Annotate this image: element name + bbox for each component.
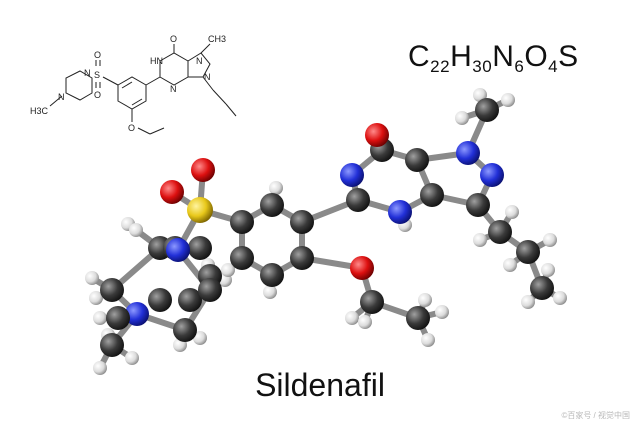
- sulfur-atom: [187, 197, 213, 223]
- hydrogen-atom: [421, 333, 435, 347]
- skeletal-labels: O N CH3 HN N N S O O N N H3C O: [30, 34, 226, 133]
- compound-name: Sildenafil: [255, 367, 385, 403]
- label-n-pip2: N: [58, 92, 65, 102]
- atoms: [85, 88, 567, 375]
- carbon-atom: [230, 210, 254, 234]
- nitrogen-atom: [456, 141, 480, 165]
- carbon-atom: [106, 306, 130, 330]
- nitrogen-atom: [480, 163, 504, 187]
- hydrogen-atom: [455, 111, 469, 125]
- hydrogen-atom: [93, 361, 107, 375]
- molecular-formula: C22H30N6O4S: [408, 40, 579, 76]
- ball-and-stick-model: [85, 88, 567, 375]
- nitrogen-atom: [125, 302, 149, 326]
- hydrogen-atom: [89, 291, 103, 305]
- carbon-atom: [230, 246, 254, 270]
- label-ch3-top: CH3: [208, 34, 226, 44]
- hydrogen-atom: [129, 223, 143, 237]
- hydrogen-atom: [125, 351, 139, 365]
- carbon-atom: [260, 263, 284, 287]
- hydrogen-atom: [358, 315, 372, 329]
- label-o-eth: O: [128, 123, 135, 133]
- carbon-atom: [290, 246, 314, 270]
- carbon-atom: [100, 278, 124, 302]
- carbon-atom: [178, 288, 202, 312]
- label-h3c: H3C: [30, 106, 49, 116]
- carbon-atom: [406, 306, 430, 330]
- hydrogen-atom: [503, 258, 517, 272]
- carbon-atom: [173, 318, 197, 342]
- hydrogen-atom: [345, 311, 359, 325]
- label-n-methyl: N: [196, 56, 203, 66]
- hydrogen-atom: [85, 271, 99, 285]
- carbon-atom: [420, 183, 444, 207]
- nitrogen-atom: [340, 163, 364, 187]
- oxygen-atom: [350, 256, 374, 280]
- hydrogen-atom: [541, 263, 555, 277]
- hydrogen-atom: [435, 305, 449, 319]
- hydrogen-atom: [553, 291, 567, 305]
- carbon-atom: [530, 276, 554, 300]
- hydrogen-atom: [543, 233, 557, 247]
- label-nh: HN: [150, 56, 163, 66]
- label-s: S: [94, 70, 100, 80]
- nitrogen-atom: [166, 238, 190, 262]
- hydrogen-atom: [418, 293, 432, 307]
- hydrogen-atom: [269, 181, 283, 195]
- label-n-ring: N: [170, 84, 177, 94]
- carbon-atom: [188, 236, 212, 260]
- label-o1: O: [94, 50, 101, 60]
- carbon-atom: [100, 333, 124, 357]
- carbon-atom: [198, 278, 222, 302]
- carbon-atom: [405, 148, 429, 172]
- hydrogen-atom: [473, 233, 487, 247]
- label-n-pyr: N: [204, 72, 211, 82]
- hydrogen-atom: [93, 311, 107, 325]
- oxygen-atom: [191, 158, 215, 182]
- hydrogen-atom: [501, 93, 515, 107]
- label-o2: O: [94, 90, 101, 100]
- carbon-atom: [466, 193, 490, 217]
- oxygen-atom: [160, 180, 184, 204]
- watermark: ©百家号 / 视觉中国: [561, 411, 630, 420]
- nitrogen-atom: [388, 200, 412, 224]
- label-n-pip1: N: [84, 68, 91, 78]
- carbon-atom: [290, 210, 314, 234]
- carbon-atom: [488, 220, 512, 244]
- carbon-atom: [260, 193, 284, 217]
- carbon-atom: [346, 188, 370, 212]
- carbon-atom: [516, 240, 540, 264]
- carbon-atom: [148, 288, 172, 312]
- carbon-atom: [360, 290, 384, 314]
- hydrogen-atom: [221, 263, 235, 277]
- hydrogen-atom: [505, 205, 519, 219]
- carbon-atom: [475, 98, 499, 122]
- label-o-top: O: [170, 34, 177, 44]
- skeletal-structure: [49, 43, 237, 135]
- hydrogen-atom: [473, 88, 487, 102]
- oxygen-atom: [365, 123, 389, 147]
- hydrogen-atom: [193, 331, 207, 345]
- hydrogen-atom: [521, 295, 535, 309]
- hydrogen-atom: [263, 285, 277, 299]
